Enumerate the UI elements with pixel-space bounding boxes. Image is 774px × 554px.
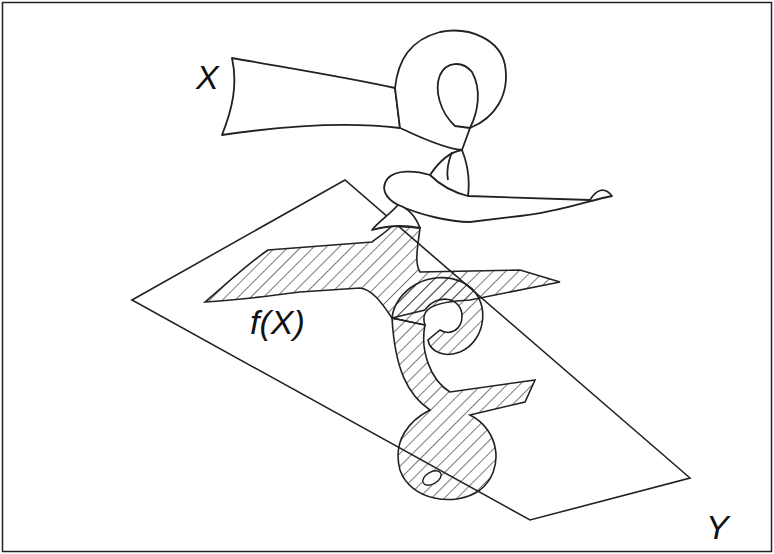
plane-y [132, 180, 690, 520]
space-label: Y [706, 510, 729, 544]
set-label: X [196, 60, 219, 94]
image-label: f(X) [250, 305, 305, 339]
ribbon-x [222, 31, 612, 230]
shadow-hole [420, 468, 443, 488]
image-shadow [205, 226, 560, 500]
frame [3, 3, 772, 552]
